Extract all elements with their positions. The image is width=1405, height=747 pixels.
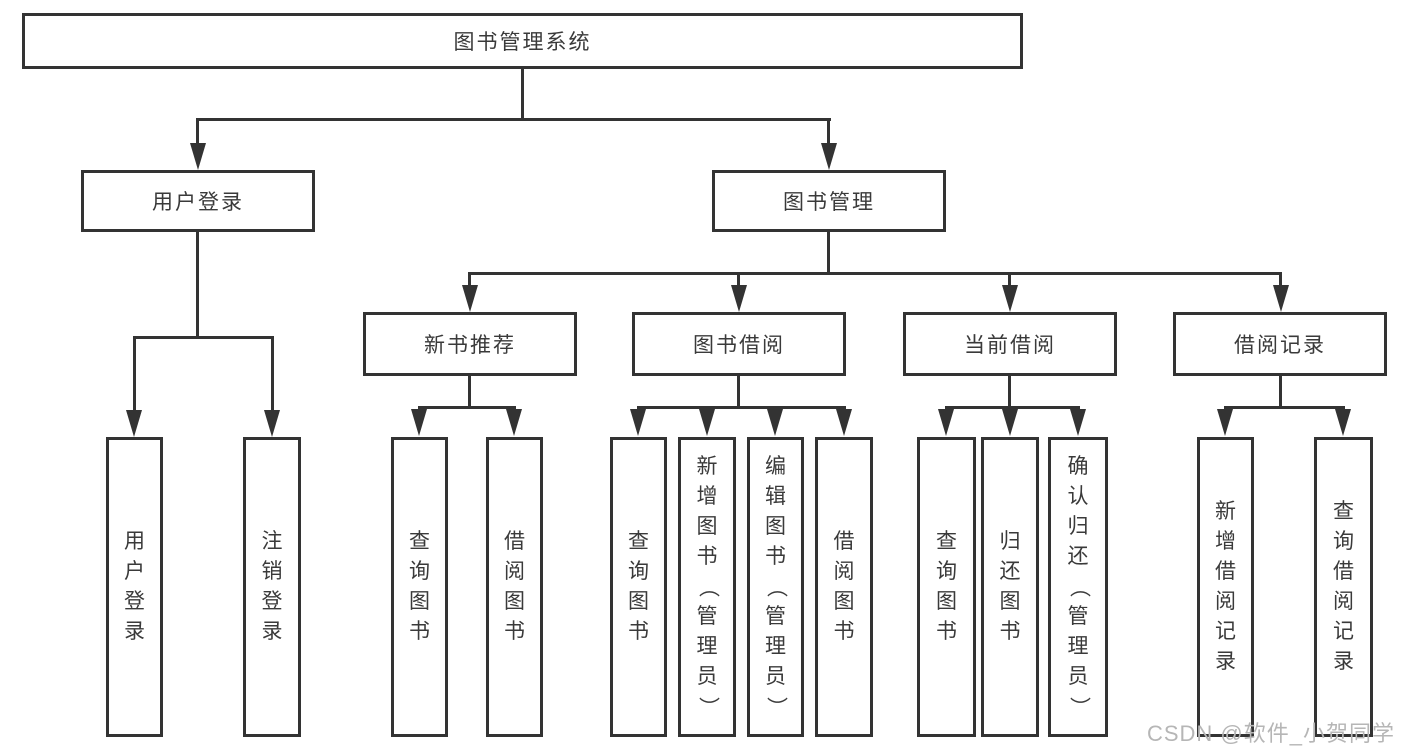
leaf-borrow-books: 借阅图书 xyxy=(815,437,873,737)
leaf-edit-book-admin: 编辑图书（管理员） xyxy=(747,437,804,737)
arrowhead-down-icon xyxy=(1217,409,1233,436)
leaf-user-login: 用户登录 xyxy=(106,437,163,737)
connector-root-hline xyxy=(197,118,831,121)
arrowhead-down-icon xyxy=(1070,409,1086,436)
connector-mgmt-hline xyxy=(468,272,1282,275)
connector-record-stem xyxy=(1279,376,1282,409)
arrowhead-down-icon xyxy=(731,285,747,312)
arrowhead-down-icon xyxy=(411,409,427,436)
node-user-login: 用户登录 xyxy=(81,170,315,232)
leaf-query-books: 查询图书 xyxy=(391,437,448,737)
connector-user-hline xyxy=(133,336,274,339)
connector-user-login-shaft xyxy=(196,118,199,146)
csdn-watermark: CSDN @软件_小贺同学 xyxy=(1146,721,1395,746)
arrowhead-down-icon xyxy=(126,410,142,437)
leaf-query-borrow-record: 查询借阅记录 xyxy=(1314,437,1373,737)
arrowhead-down-icon xyxy=(1335,409,1351,436)
arrowhead-down-icon xyxy=(821,143,837,170)
arrowhead-down-icon xyxy=(190,143,206,170)
arrowhead-down-icon xyxy=(938,409,954,436)
arrowhead-down-icon xyxy=(767,409,783,436)
node-book-management: 图书管理 xyxy=(712,170,946,232)
connector-book-mgmt-shaft xyxy=(827,118,830,146)
connector-mgmt-stem xyxy=(827,232,830,275)
leaf-return-books: 归还图书 xyxy=(981,437,1039,737)
arrowhead-down-icon xyxy=(836,409,852,436)
connector-recommend-hline xyxy=(418,406,516,409)
connector-borrow-stem xyxy=(737,376,740,409)
arrowhead-down-icon xyxy=(1002,285,1018,312)
leaf-borrow-books: 借阅图书 xyxy=(486,437,543,737)
connector-record-hline xyxy=(1224,406,1345,409)
connector-current-hline xyxy=(945,406,1080,409)
connector-l3-shaft xyxy=(1279,272,1282,288)
node-book-borrow: 图书借阅 xyxy=(632,312,846,376)
connector-current-stem xyxy=(1008,376,1011,409)
node-current-borrow: 当前借阅 xyxy=(903,312,1117,376)
leaf-query-books: 查询图书 xyxy=(610,437,667,737)
arrowhead-down-icon xyxy=(699,409,715,436)
arrowhead-down-icon xyxy=(1273,285,1289,312)
node-new-book-recommend: 新书推荐 xyxy=(363,312,577,376)
node-library-management-system: 图书管理系统 xyxy=(22,13,1023,69)
connector-user-leaf2-shaft xyxy=(271,336,274,412)
arrowhead-down-icon xyxy=(506,409,522,436)
leaf-confirm-return-admin: 确认归还（管理员） xyxy=(1048,437,1108,737)
connector-l3-shaft xyxy=(468,272,471,288)
connector-user-leaf1-shaft xyxy=(133,336,136,412)
leaf-logout: 注销登录 xyxy=(243,437,301,737)
leaf-add-borrow-record: 新增借阅记录 xyxy=(1197,437,1254,737)
connector-root-stem xyxy=(521,69,524,121)
leaf-add-book-admin: 新增图书（管理员） xyxy=(678,437,736,737)
arrowhead-down-icon xyxy=(1002,409,1018,436)
connector-user-stem xyxy=(196,232,199,339)
leaf-query-books: 查询图书 xyxy=(917,437,976,737)
connector-l3-shaft xyxy=(737,272,740,288)
connector-borrow-hline xyxy=(637,406,846,409)
connector-l3-shaft xyxy=(1008,272,1011,288)
node-borrow-records: 借阅记录 xyxy=(1173,312,1387,376)
arrowhead-down-icon xyxy=(462,285,478,312)
connector-recommend-stem xyxy=(468,376,471,409)
arrowhead-down-icon xyxy=(264,410,280,437)
arrowhead-down-icon xyxy=(630,409,646,436)
